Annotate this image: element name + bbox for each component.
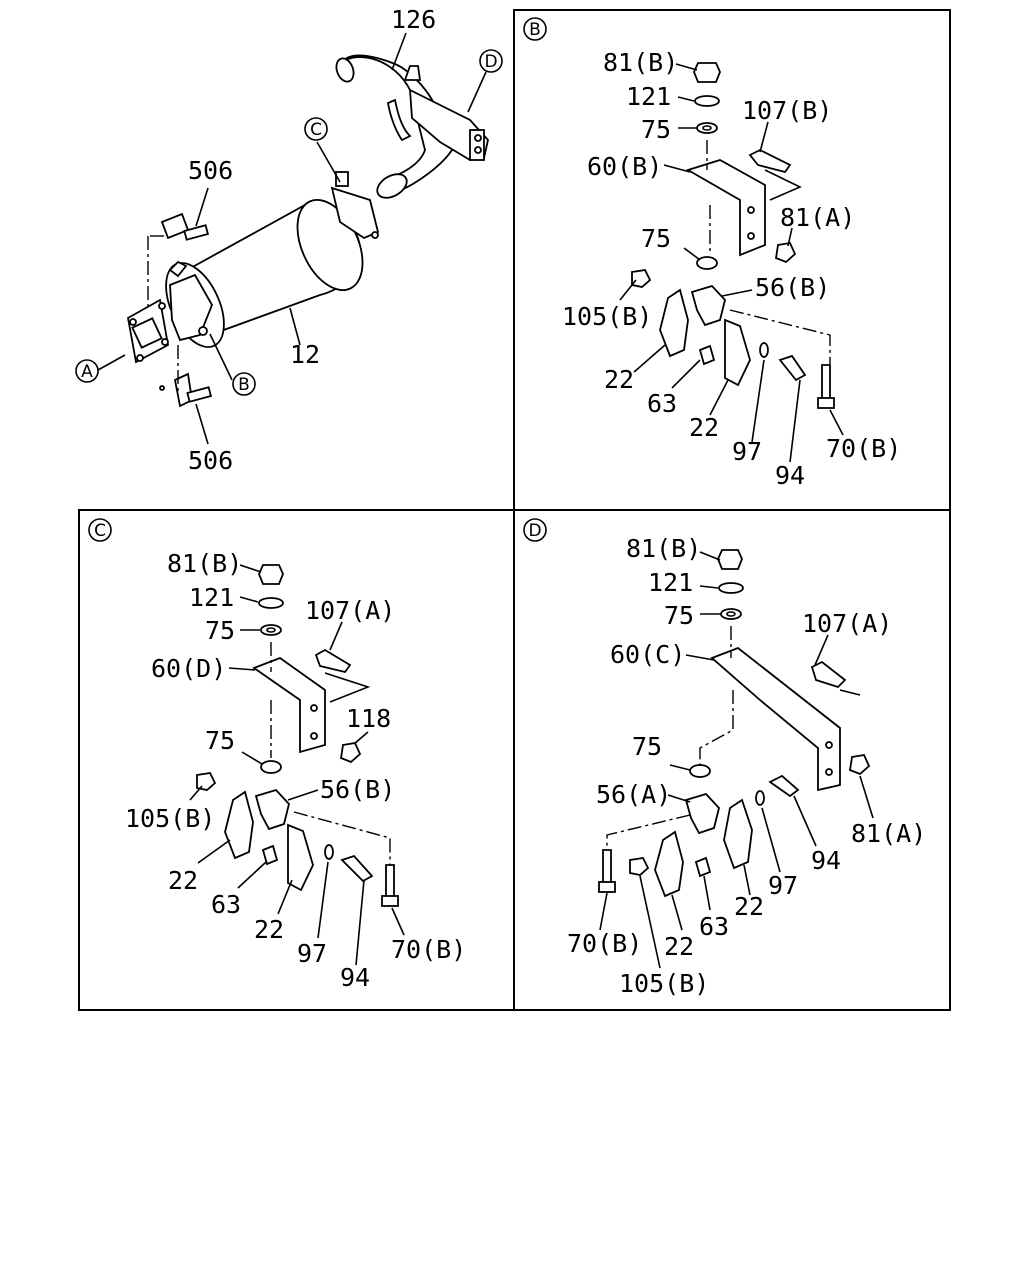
panel-b-marker-text: B — [529, 20, 541, 40]
label-81b: 81(B) — [167, 549, 242, 578]
label-107b: 107(B) — [742, 96, 832, 125]
label-70b: 70(B) — [826, 434, 901, 463]
label-118: 118 — [346, 704, 391, 733]
label-70b: 70(B) — [567, 929, 642, 958]
panel-d-marker-text: D — [528, 521, 541, 541]
pipe-bracket — [386, 65, 489, 161]
marker-a-text: A — [81, 362, 93, 382]
label-81b: 81(B) — [626, 534, 701, 563]
label-107a: 107(A) — [305, 596, 395, 625]
label-81a: 81(A) — [780, 203, 855, 232]
panel-c-marker-text: C — [94, 521, 106, 541]
panel-c-marker — [88, 518, 112, 542]
label-506-top: 506 — [188, 156, 233, 185]
marker-b-text: B — [238, 375, 250, 395]
label-107a: 107(A) — [802, 609, 892, 638]
label-97: 97 — [297, 939, 327, 968]
label-75-top: 75 — [205, 616, 235, 645]
label-60b: 60(B) — [587, 152, 662, 181]
label-75-top: 75 — [664, 601, 694, 630]
label-81b: 81(B) — [603, 48, 678, 77]
label-94: 94 — [775, 461, 805, 490]
label-121: 121 — [648, 568, 693, 597]
label-22-right: 22 — [254, 915, 284, 944]
marker-a-main — [75, 359, 99, 383]
label-126: 126 — [391, 5, 436, 34]
label-75-mid: 75 — [632, 732, 662, 761]
marker-d-main — [479, 49, 503, 73]
label-60d: 60(D) — [151, 654, 226, 683]
panel-d-frame — [513, 509, 951, 1011]
marker-d-text: D — [484, 52, 497, 72]
label-105b: 105(B) — [125, 804, 215, 833]
label-63: 63 — [699, 912, 729, 941]
marker-c-text: C — [310, 120, 322, 140]
label-105b: 105(B) — [562, 302, 652, 331]
label-75-mid: 75 — [205, 726, 235, 755]
label-12: 12 — [290, 340, 320, 369]
label-22-left: 22 — [604, 365, 634, 394]
label-506-bottom: 506 — [188, 446, 233, 475]
label-121: 121 — [189, 583, 234, 612]
label-75-top: 75 — [641, 115, 671, 144]
label-81a: 81(A) — [851, 819, 926, 848]
label-97: 97 — [732, 437, 762, 466]
panel-b: B — [523, 17, 901, 490]
panel-d-marker — [523, 518, 547, 542]
label-22-right: 22 — [689, 413, 719, 442]
label-63: 63 — [211, 890, 241, 919]
muffler-12 — [126, 171, 380, 408]
label-94: 94 — [811, 846, 841, 875]
panel-b-marker — [523, 17, 547, 41]
label-56a: 56(A) — [596, 780, 671, 809]
label-121: 121 — [626, 82, 671, 111]
panel-d: D — [523, 518, 926, 998]
panel-c: C — [88, 518, 466, 992]
label-70b: 70(B) — [391, 935, 466, 964]
label-22-left: 22 — [664, 932, 694, 961]
label-22-right: 22 — [734, 892, 764, 921]
label-75-mid: 75 — [641, 224, 671, 253]
label-22-left: 22 — [168, 866, 198, 895]
marker-c-main — [304, 117, 328, 141]
label-60c: 60(C) — [610, 640, 685, 669]
label-94: 94 — [340, 963, 370, 992]
main-view: D C A B 126 506 12 506 — [75, 5, 503, 475]
label-56b: 56(B) — [755, 273, 830, 302]
label-56b: 56(B) — [320, 775, 395, 804]
label-97: 97 — [768, 871, 798, 900]
label-63: 63 — [647, 389, 677, 418]
marker-b-main — [232, 372, 256, 396]
label-105b: 105(B) — [619, 969, 709, 998]
